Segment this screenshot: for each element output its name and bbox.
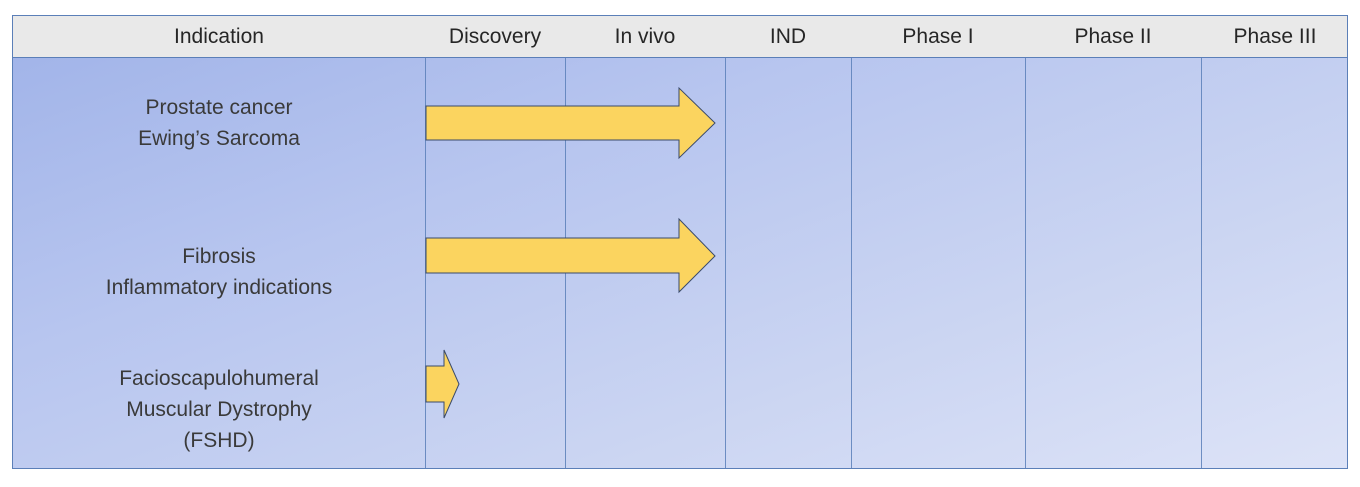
header-row: Indication Discovery In vivo IND Phase I…: [13, 16, 1347, 58]
indication-fshd: Facioscapulohumeral Muscular Dystrophy (…: [13, 363, 425, 456]
indication-line: Muscular Dystrophy: [126, 398, 312, 421]
column-divider: [1025, 58, 1026, 468]
column-divider: [725, 58, 726, 468]
indication-line: Inflammatory indications: [105, 276, 333, 299]
progress-arrow-fibrosis-inflammatory: [425, 217, 716, 294]
indication-line: Fibrosis: [182, 245, 256, 268]
indication-line: Facioscapulohumeral: [119, 367, 319, 390]
indication-fibrosis-inflammatory: Fibrosis Inflammatory indications: [13, 241, 425, 303]
header-phase-3: Phase III: [1233, 25, 1317, 48]
column-divider: [851, 58, 852, 468]
pipeline-table: Indication Discovery In vivo IND Phase I…: [12, 15, 1348, 469]
header-ind: IND: [769, 25, 807, 48]
header-phase-1: Phase I: [902, 25, 974, 48]
indication-prostate-ewing: Prostate cancer Ewing’s Sarcoma: [13, 92, 425, 154]
indication-line: Prostate cancer: [145, 96, 293, 119]
header-discovery: Discovery: [448, 25, 542, 48]
progress-arrow-prostate-ewing: [425, 86, 716, 160]
indication-line: (FSHD): [183, 429, 255, 452]
header-indication: Indication: [174, 25, 264, 48]
indication-line: Ewing’s Sarcoma: [138, 127, 300, 150]
header-phase-2: Phase II: [1074, 25, 1152, 48]
column-divider: [425, 58, 426, 468]
header-in-vivo: In vivo: [614, 25, 676, 48]
column-divider: [1201, 58, 1202, 468]
progress-arrow-fshd: [425, 349, 460, 419]
column-divider: [565, 58, 566, 468]
